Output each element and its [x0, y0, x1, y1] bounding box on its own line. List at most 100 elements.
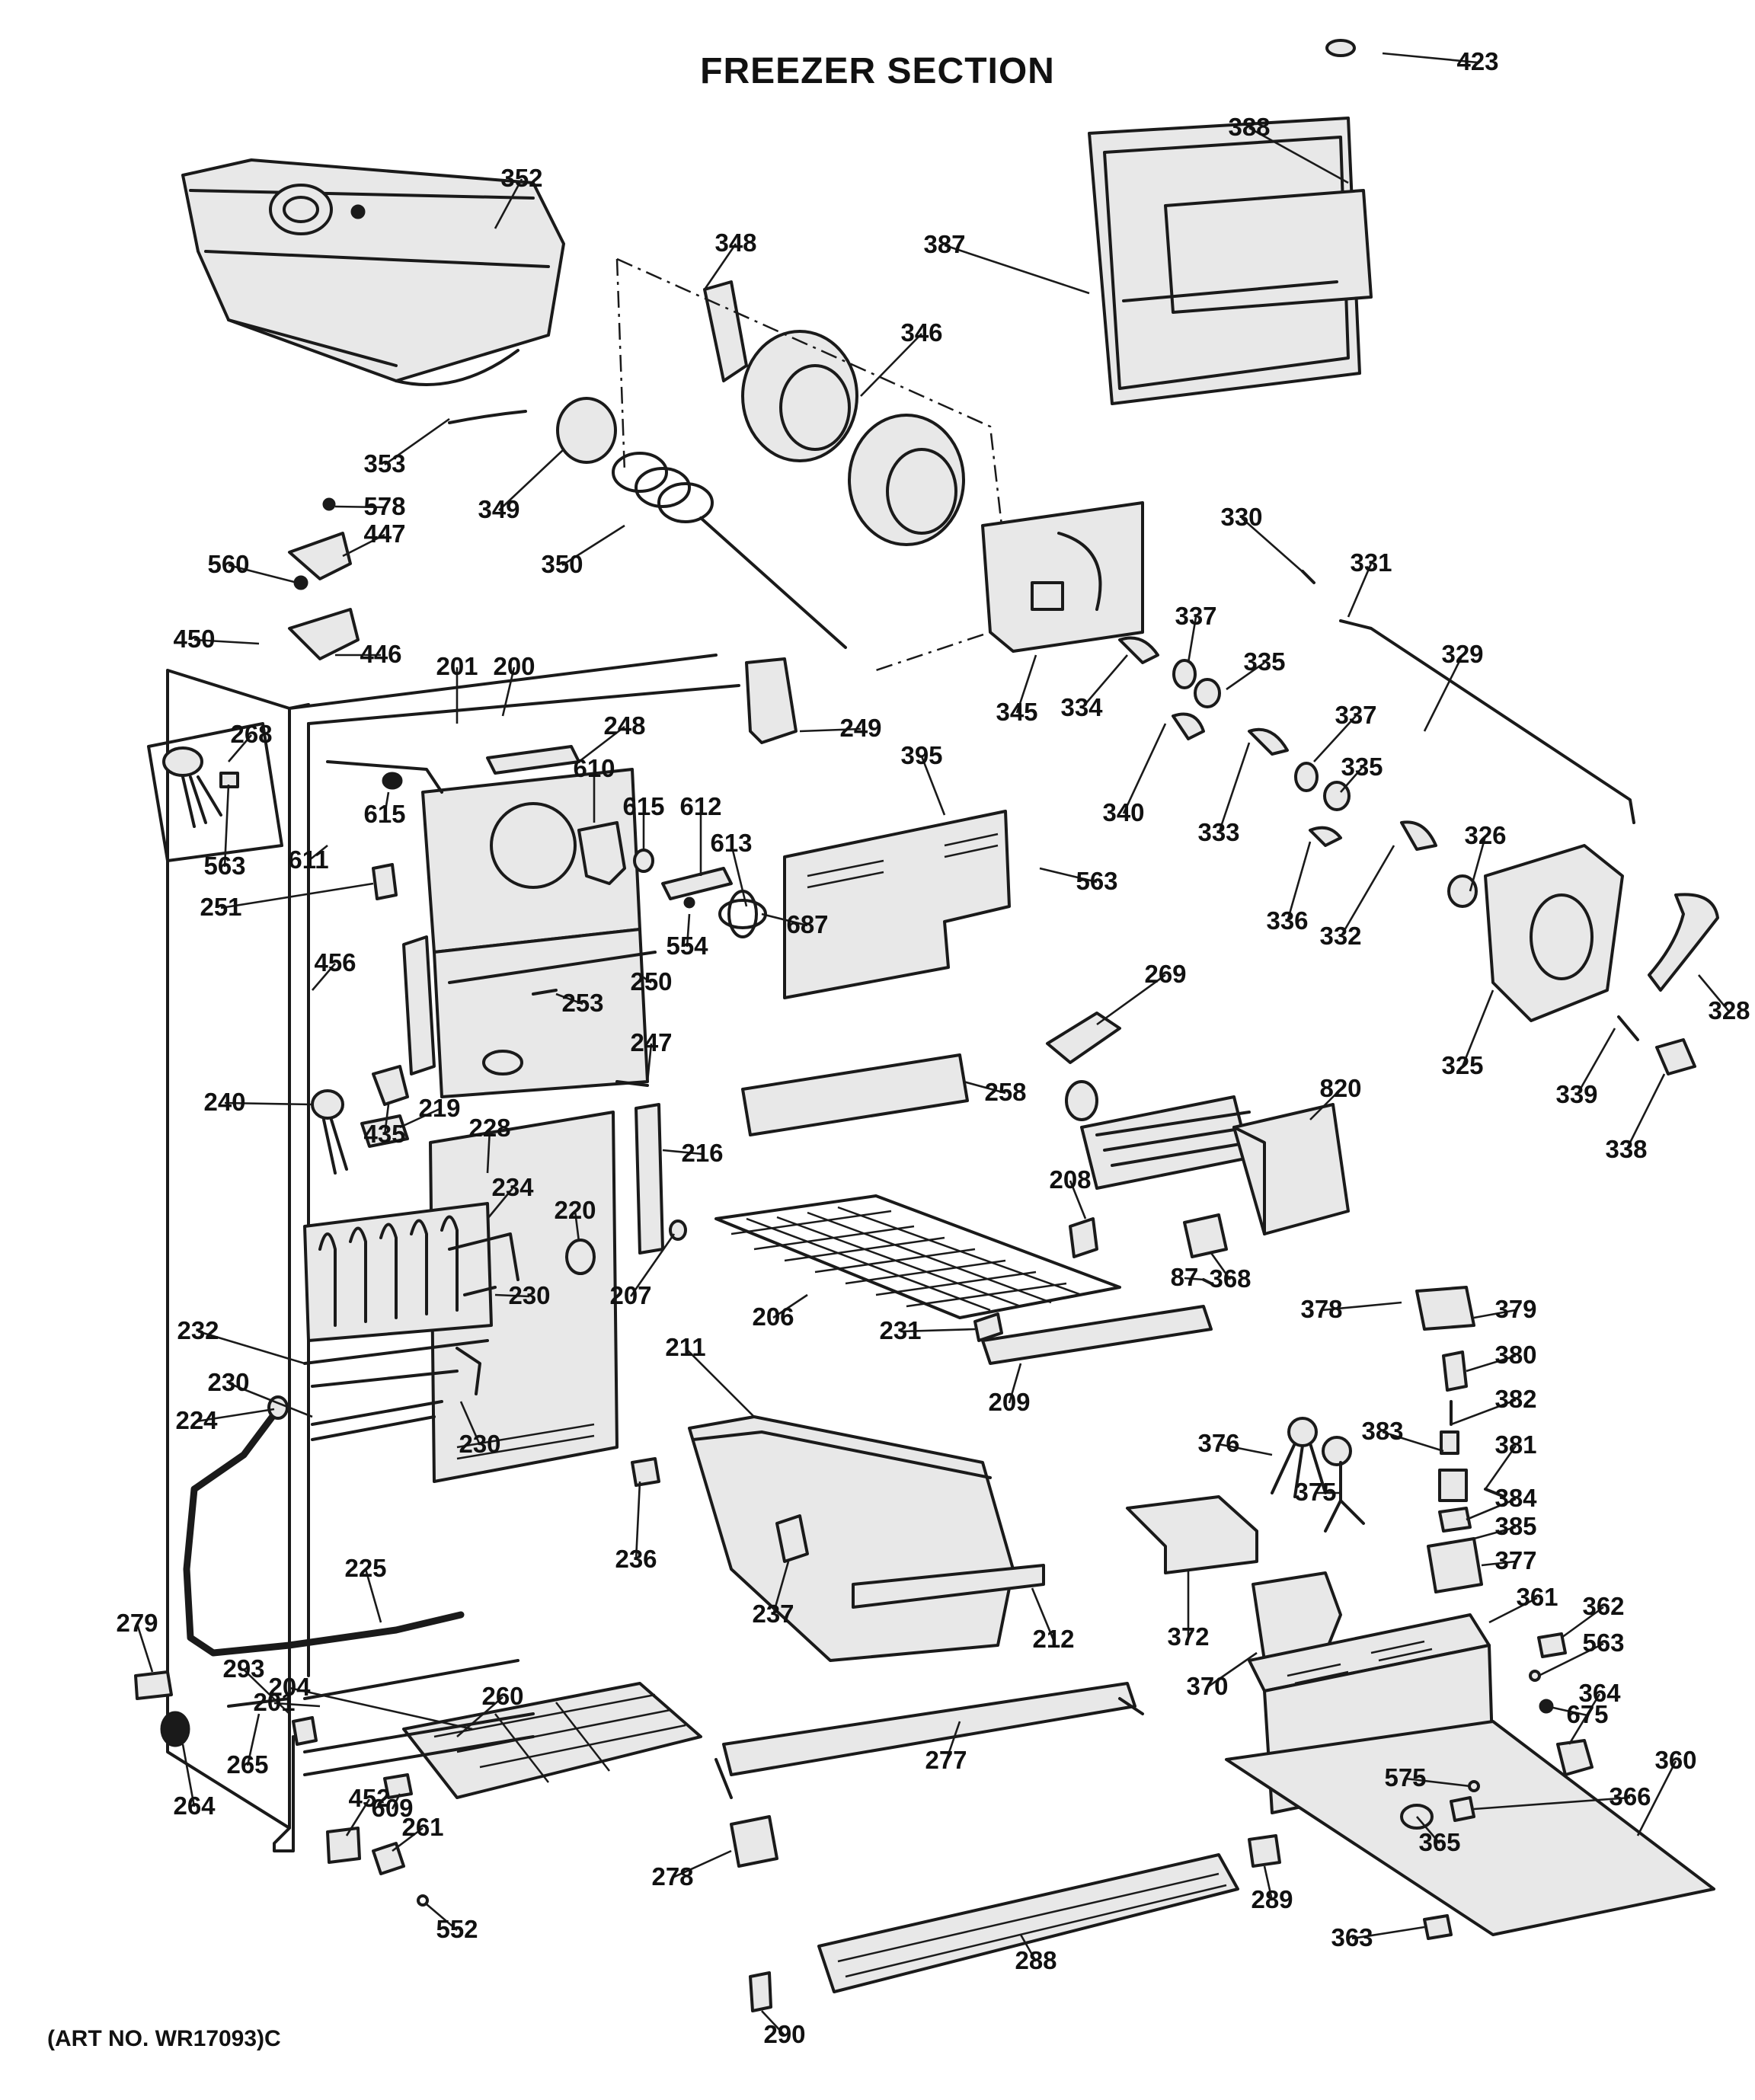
- part-384: [1438, 1507, 1472, 1533]
- part-label-554: 554: [666, 932, 708, 960]
- part-383b: [1438, 1469, 1468, 1502]
- screw-87: [1202, 1278, 1213, 1285]
- leader-line-253: [555, 992, 583, 1005]
- leader-line-560: [228, 564, 298, 584]
- part-label-675: 675: [1566, 1700, 1608, 1728]
- part-label-388: 388: [1228, 113, 1270, 141]
- ice-bucket-part: [181, 158, 565, 386]
- part-label-200: 200: [493, 652, 535, 680]
- part-label-333: 333: [1197, 818, 1239, 846]
- leader-line-377: [1481, 1560, 1517, 1567]
- part-label-228: 228: [468, 1114, 510, 1142]
- leader-line-362: [1561, 1606, 1604, 1639]
- leader-line-345: [1015, 654, 1037, 714]
- part-611: [326, 760, 443, 794]
- part-264: [160, 1711, 190, 1747]
- part-237: [775, 1514, 809, 1563]
- part-label-366: 366: [1609, 1782, 1651, 1811]
- part-label-339: 339: [1555, 1080, 1597, 1108]
- part-label-612: 612: [679, 792, 721, 820]
- part-279: [134, 1670, 173, 1700]
- leader-line-249: [799, 727, 862, 733]
- leader-line-349: [498, 449, 564, 511]
- leader-line-360: [1636, 1760, 1677, 1836]
- part-label-208: 208: [1049, 1165, 1091, 1194]
- part-label-219: 219: [418, 1094, 460, 1122]
- icemaker-820: [1065, 1080, 1350, 1235]
- part-label-328: 328: [1708, 996, 1750, 1024]
- screw-552: [417, 1894, 429, 1907]
- part-240: [311, 1089, 348, 1175]
- leader-line-435: [383, 1104, 390, 1136]
- part-290: [749, 1971, 772, 2012]
- part-label-253: 253: [561, 989, 603, 1017]
- leader-line-332: [1339, 845, 1395, 938]
- leader-lines: [136, 52, 1730, 2036]
- wire-shelf-206: [714, 1194, 1121, 1319]
- part-label-204: 204: [268, 1673, 311, 1701]
- leader-line-552: [426, 1903, 458, 1931]
- leader-line-353: [384, 417, 450, 466]
- leader-line-447: [342, 533, 385, 558]
- part-label-289: 289: [1251, 1885, 1293, 1913]
- leader-line-224: [196, 1408, 275, 1423]
- part-label-236: 236: [615, 1545, 657, 1573]
- part-label-211: 211: [665, 1333, 705, 1361]
- leader-line-382: [1450, 1398, 1517, 1426]
- leader-line-330: [1241, 517, 1307, 576]
- part-label-260: 260: [481, 1682, 523, 1710]
- part-563b: [1529, 1670, 1541, 1682]
- bottom-plate-360: [1225, 1720, 1715, 1936]
- leader-line-364: [1568, 1693, 1601, 1745]
- part-220: [565, 1239, 596, 1275]
- part-label-435: 435: [363, 1120, 405, 1148]
- part-label-362: 362: [1582, 1592, 1624, 1620]
- fan-bracket-250: [402, 768, 657, 1098]
- screw-578: [322, 497, 336, 511]
- leader-line-378: [1321, 1301, 1402, 1312]
- leader-line-554: [686, 913, 691, 948]
- tube-230: [456, 1286, 497, 1395]
- part-label-325: 325: [1441, 1051, 1483, 1079]
- wiring-376: [1271, 1417, 1327, 1498]
- leader-line-268: [228, 734, 252, 762]
- leader-line-370: [1207, 1651, 1258, 1689]
- leader-line-333: [1217, 742, 1251, 834]
- leader-line-201: [273, 1702, 321, 1708]
- leader-line-350: [561, 524, 625, 567]
- leader-line-293: [243, 1669, 290, 1715]
- leader-line-251: [220, 882, 374, 909]
- leader-line-611: [308, 844, 328, 862]
- part-label-378: 378: [1300, 1295, 1342, 1323]
- part-label-230: 230: [459, 1430, 500, 1458]
- part-423: [1325, 39, 1356, 57]
- part-label-423: 423: [1456, 47, 1498, 75]
- part-261: [372, 1842, 405, 1875]
- leader-line-335: [1226, 661, 1265, 691]
- part-293: [292, 1716, 318, 1746]
- leader-line-248: [578, 725, 625, 763]
- part-label-249: 249: [839, 714, 881, 742]
- wiring-375: [1322, 1436, 1365, 1533]
- part-349: [556, 397, 617, 464]
- leader-line-207: [629, 1233, 676, 1297]
- part-label-269: 269: [1144, 960, 1186, 988]
- grille-288: [817, 1853, 1239, 1993]
- part-366: [1450, 1796, 1475, 1822]
- auger-motor-part: [1447, 844, 1624, 1022]
- leader-line-563: [1039, 867, 1098, 884]
- part-label-387: 387: [923, 230, 965, 258]
- part-338: [1655, 1038, 1696, 1076]
- leader-line-563: [1538, 1642, 1604, 1677]
- leader-line-261: [392, 1827, 424, 1852]
- art-number: (ART NO. WR17093)C: [47, 2026, 281, 2051]
- screw-554: [683, 897, 695, 909]
- part-label-231: 231: [879, 1316, 921, 1344]
- part-label-613: 613: [710, 829, 752, 857]
- part-380: [1442, 1350, 1468, 1392]
- part-label-247: 247: [630, 1028, 672, 1056]
- part-label-609: 609: [371, 1794, 413, 1822]
- part-label-552: 552: [436, 1915, 478, 1943]
- part-248: [486, 745, 580, 775]
